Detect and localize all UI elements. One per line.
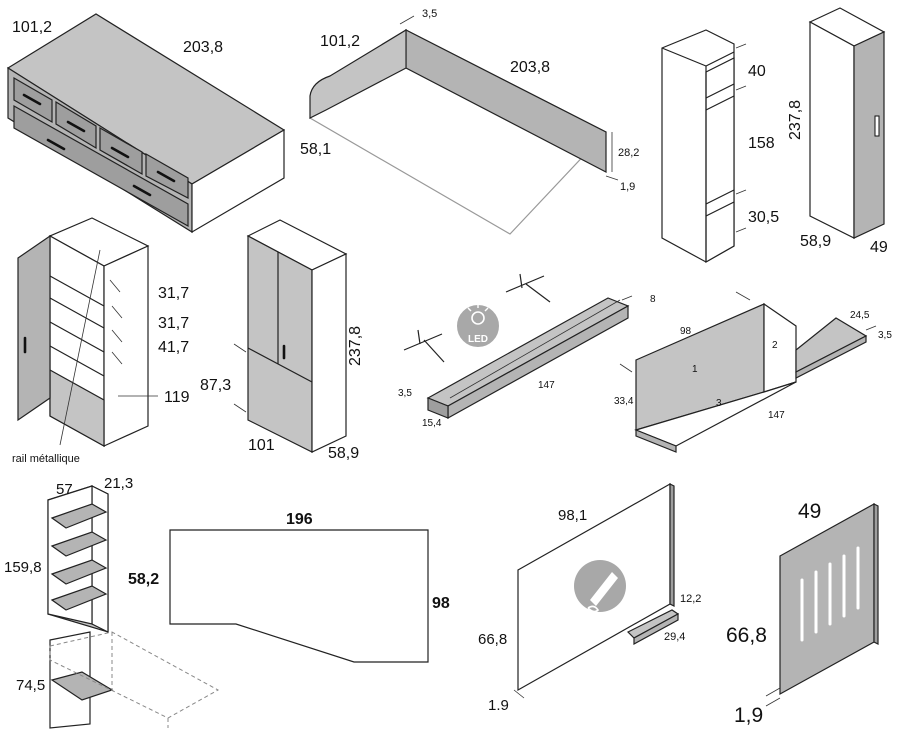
corner-shelf: 1 2 3 98 147 33,4 24,5 3,5 <box>614 291 892 453</box>
bed-frame-depth-label: 101,2 <box>320 33 360 50</box>
coat-panel-height-label: 66,8 <box>726 624 767 647</box>
open-column: 40 158 30,5 <box>661 29 779 264</box>
desk-top-length-label: 196 <box>286 511 313 528</box>
led-icon-label: LED <box>468 334 488 345</box>
double-wardrobe-height-label: 237,8 <box>347 326 364 366</box>
bed-storage-depth-label: 101,2 <box>12 19 52 36</box>
ladder-shelf-lower-label: 74,5 <box>16 677 45 694</box>
corner-shelf-depth-label: 24,5 <box>850 310 870 321</box>
double-wardrobe-width-label: 101 <box>248 437 275 454</box>
ladder-shelf: 57 21,3 159,8 74,5 <box>4 475 220 729</box>
bed-frame-length-label: 203,8 <box>510 59 550 76</box>
marker-icon <box>574 560 626 613</box>
led-shelf-depth-label: 8 <box>650 294 656 305</box>
led-shelf-height-label: 3,5 <box>398 388 412 399</box>
bed-frame-width-label: 58,1 <box>300 141 331 158</box>
corner-shelf-part1-label: 1 <box>692 364 698 375</box>
ladder-shelf-depth-label: 21,3 <box>104 475 133 492</box>
corner-shelf-part3-label: 3 <box>716 398 722 409</box>
double-wardrobe-depth-label: 58,9 <box>328 445 359 462</box>
ladder-shelf-top-label: 57 <box>56 481 73 498</box>
desk-top-left-depth-label: 58,2 <box>128 571 159 588</box>
corner-shelf-height-label: 33,4 <box>614 396 634 407</box>
corner-shelf-length-label: 147 <box>768 410 785 421</box>
ladder-shelf-height-label: 159,8 <box>4 559 42 576</box>
coat-panel-width-label: 49 <box>798 500 821 523</box>
whiteboard-width-label: 98,1 <box>558 507 587 524</box>
whiteboard-height-label: 66,8 <box>478 631 507 648</box>
open-column-top-label: 40 <box>748 63 766 80</box>
coat-panel: 49 66,8 1,9 <box>726 500 879 727</box>
whiteboard-thickness-label: 1.9 <box>488 697 509 714</box>
open-wardrobe-shelf3-label: 41,7 <box>158 339 189 356</box>
tall-wardrobe-height-label: 237,8 <box>787 100 804 140</box>
open-wardrobe-shelf1-label: 31,7 <box>158 285 189 302</box>
double-wardrobe: 237,8 87,3 101 58,9 <box>200 219 364 462</box>
tall-wardrobe-width-label: 49 <box>870 239 888 256</box>
whiteboard-tray-depth-label: 12,2 <box>680 593 701 605</box>
led-shelf-width-label: 15,4 <box>422 418 442 429</box>
open-wardrobe-lower-label: 119 <box>164 389 190 406</box>
bed-storage-unit: 101,2 203,8 <box>6 13 286 234</box>
open-column-middle-label: 158 <box>748 135 775 152</box>
rail-note-label: rail métallique <box>12 453 80 465</box>
bed-frame-thickness-label: 3,5 <box>422 8 437 20</box>
desk-top: 196 58,2 98 <box>128 511 450 663</box>
led-shelf-length-label: 147 <box>538 380 555 391</box>
whiteboard: 98,1 66,8 1.9 12,2 29,4 <box>478 482 701 714</box>
corner-shelf-width-label: 98 <box>680 326 692 337</box>
desk-top-right-depth-label: 98 <box>432 595 450 612</box>
open-wardrobe: 31,7 31,7 41,7 119 rail métallique <box>12 217 190 465</box>
bracket-left <box>403 329 445 363</box>
corner-shelf-thickness-label: 3,5 <box>878 330 892 341</box>
bracket-right <box>505 273 551 303</box>
bed-frame-height-label: 28,2 <box>618 147 639 159</box>
double-wardrobe-lower-label: 87,3 <box>200 377 231 394</box>
whiteboard-tray-length-label: 29,4 <box>664 631 685 643</box>
led-icon: LED <box>455 303 501 349</box>
coat-panel-thickness-label: 1,9 <box>734 704 763 727</box>
bed-storage-length-label: 203,8 <box>183 39 223 56</box>
tall-wardrobe: 237,8 58,9 49 <box>787 7 888 256</box>
tall-wardrobe-depth-label: 58,9 <box>800 233 831 250</box>
open-column-bottom-label: 30,5 <box>748 209 779 226</box>
corner-shelf-part2-label: 2 <box>772 340 778 351</box>
open-wardrobe-shelf2-label: 31,7 <box>158 315 189 332</box>
bed-frame: 3,5 101,2 203,8 58,1 28,2 1,9 <box>300 8 639 235</box>
bed-frame-base-label: 1,9 <box>620 181 635 193</box>
led-shelf: LED 147 8 3,5 15,4 <box>398 273 656 429</box>
